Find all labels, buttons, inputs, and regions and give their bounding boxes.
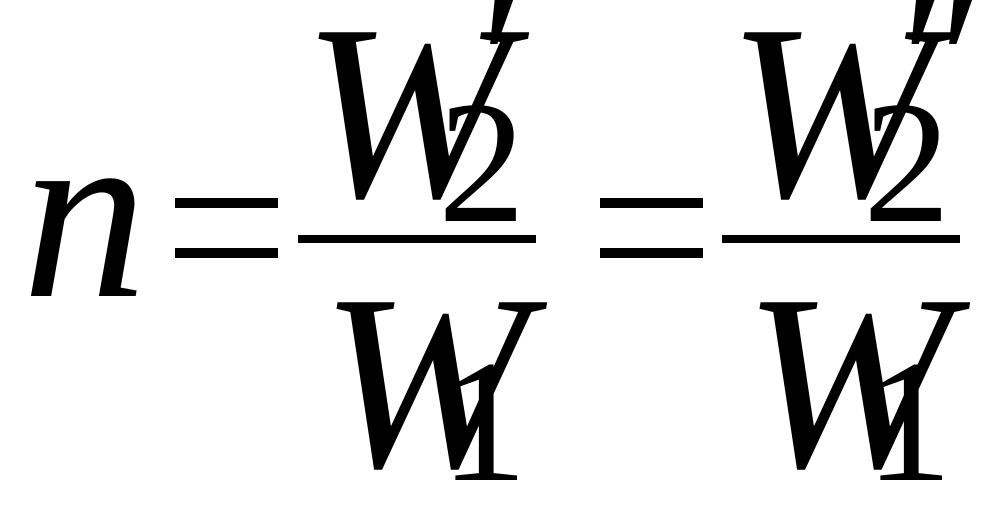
fraction-1-numerator-w: W	[302, 0, 511, 251]
fraction-1-bar	[298, 235, 536, 243]
fraction-2-bar	[722, 235, 960, 243]
fraction-2-denominator-subscript: 1	[865, 324, 953, 518]
fraction-2-numerator-w: W	[727, 0, 936, 251]
fraction-2-numerator-subscript: 2	[863, 65, 951, 259]
fraction-1-numerator-subscript: 2	[438, 65, 526, 259]
formula: n W 2 ′ W 1 W 2 ″ W 1	[22, 0, 972, 509]
fraction-1-denominator-w: W	[320, 244, 529, 521]
fraction-1-numerator-prime: ′	[468, 0, 512, 172]
lhs-variable: n	[22, 74, 147, 351]
fraction-2-numerator-double-prime: ″	[888, 0, 972, 172]
fraction-2-denominator-w: W	[743, 244, 952, 521]
fraction-1-denominator-subscript: 1	[440, 324, 528, 518]
